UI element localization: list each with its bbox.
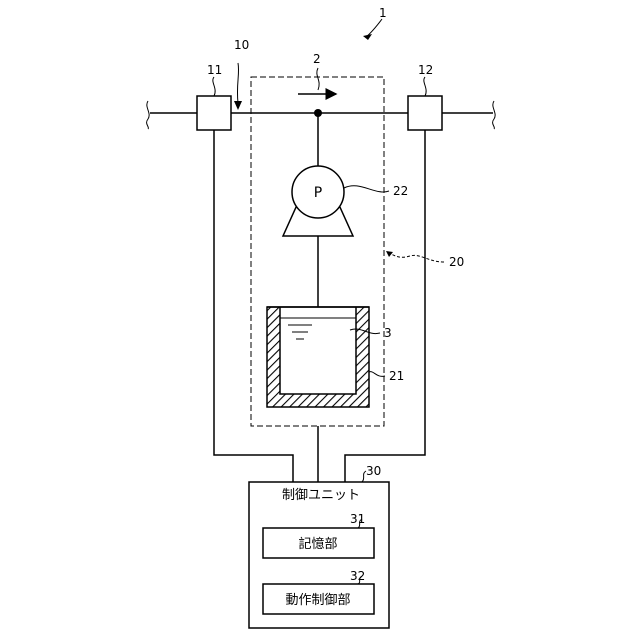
ref-storage: 31 xyxy=(350,512,365,526)
tank xyxy=(267,307,369,407)
pipe-break-right xyxy=(493,101,496,129)
ref-unit: 2 xyxy=(313,52,321,66)
pipe-break-left xyxy=(147,101,150,129)
ref-module: 20 xyxy=(449,255,464,269)
pump: P xyxy=(283,166,353,236)
module-arrowhead xyxy=(386,251,393,257)
pipe-label-arrowhead xyxy=(234,101,242,110)
ref-sensor-11: 11 xyxy=(207,63,222,77)
ref-pipe: 10 xyxy=(234,38,249,52)
ref-system: 1 xyxy=(379,6,387,20)
storage-label: 記憶部 xyxy=(298,536,337,552)
ref-pump: 22 xyxy=(393,184,408,198)
ref-tank: 21 xyxy=(389,369,404,383)
ref-sensor-12: 12 xyxy=(418,63,433,77)
operation-controller-label: 動作制御部 xyxy=(285,593,350,608)
sensor-11-box xyxy=(197,96,231,130)
sensor-12-box xyxy=(408,96,442,130)
pump-symbol: P xyxy=(314,185,322,201)
ref-liquid: 3 xyxy=(384,326,392,340)
system-arrowhead xyxy=(363,34,372,40)
ref-operation-controller: 32 xyxy=(350,569,365,583)
controller-title: 制御ユニット xyxy=(282,488,360,503)
ref-controller: 30 xyxy=(366,464,381,478)
